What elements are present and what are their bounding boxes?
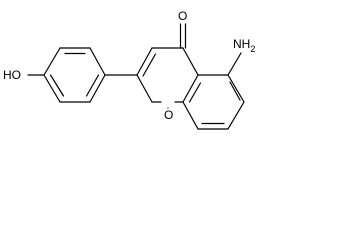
bond-pyranone-c2-c3 <box>136 47 153 76</box>
bond-phenol-double-2 <box>85 74 100 97</box>
phenol-ring <box>43 47 106 103</box>
ring-oxygen-label: O <box>164 108 173 122</box>
bond-benzo-5 <box>182 101 199 130</box>
bond-phenol-4 <box>89 74 106 103</box>
bond-phenol-3 <box>89 47 106 76</box>
bond-benzo-2 <box>227 74 245 103</box>
bond-benzo-double-1 <box>229 81 241 101</box>
benzo-ring <box>182 74 245 130</box>
bond-phenol-1 <box>43 47 61 76</box>
bond-phenol-double-3 <box>49 74 65 97</box>
carbonyl-oxygen-label: O <box>178 9 187 23</box>
bond-pyranone-c8a-o1 <box>182 74 199 103</box>
bond-amino <box>227 52 242 76</box>
amino-subscript-label: 2 <box>250 44 255 54</box>
bond-benzo-double-3 <box>188 82 202 103</box>
bond-pyranone-c4-c4a <box>182 47 199 76</box>
bond-phenol-6 <box>43 74 61 103</box>
structure-canvas: HO O O NH2 <box>3 9 255 130</box>
pyranone-ring <box>136 47 199 103</box>
amino-label: NH2 <box>233 37 255 54</box>
chemical-structure: HO O O NH2 <box>3 9 255 130</box>
hydroxyl-label: HO <box>3 68 21 82</box>
bond-pyranone-o1-c2 <box>136 74 153 103</box>
bond-pyranone-double-c2-c3 <box>142 53 157 77</box>
bond-benzo-3 <box>227 101 245 130</box>
amino-main-label: NH <box>233 37 250 51</box>
